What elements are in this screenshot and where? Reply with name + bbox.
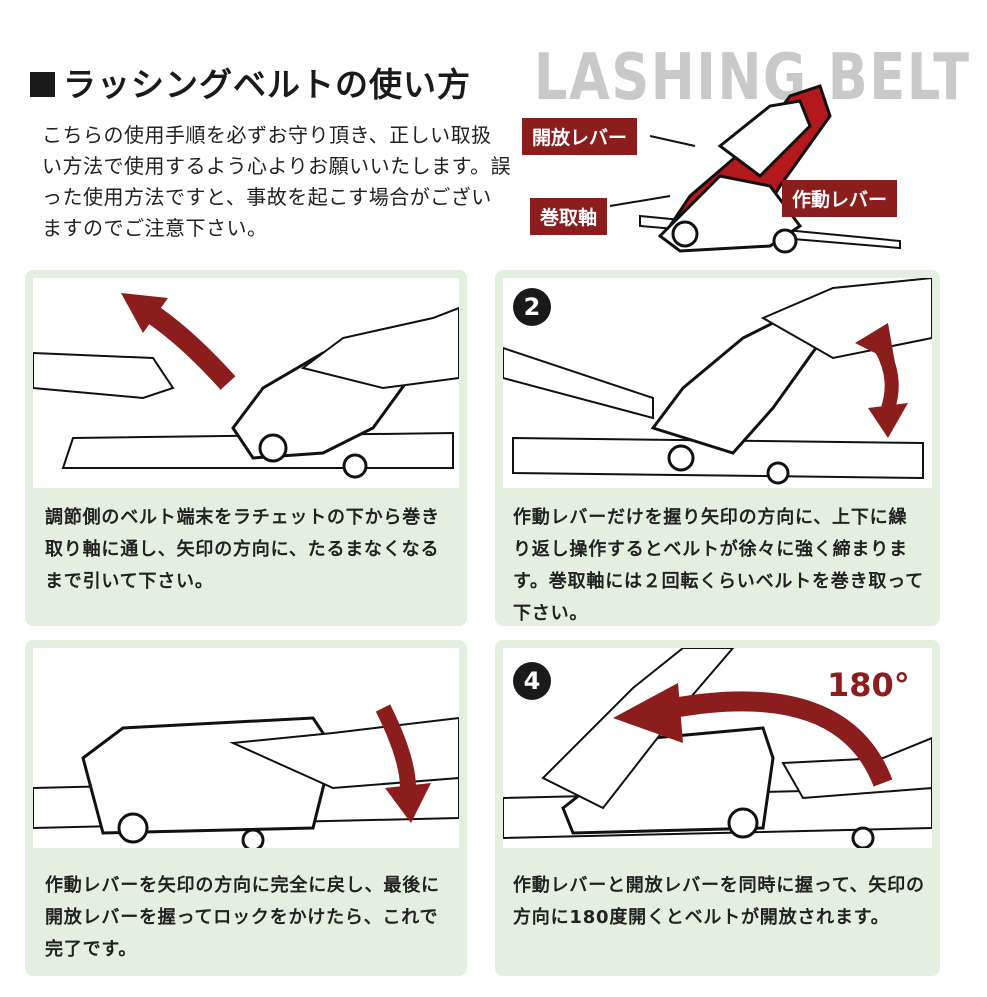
step-2-text: 作動レバーだけを握り矢印の方向に、上下に繰り返し操作するとベルトが徐々に強く締ま… bbox=[513, 507, 924, 624]
intro-text: こちらの使用手順を必ずお守り頂き、正しい取扱い方法で使用するよう心よりお願いいた… bbox=[42, 123, 512, 240]
step-1-illustration bbox=[33, 278, 459, 488]
step-4-number-badge: 4 bbox=[513, 662, 551, 700]
step-1-drawing bbox=[33, 278, 459, 488]
step-1-text: 調節側のベルト端末をラチェットの下から巻き取り軸に通し、矢印の方向に、たるまなく… bbox=[45, 507, 440, 592]
callout-release-lever: 開放レバー bbox=[522, 118, 638, 155]
step-4-text: 作動レバーと開放レバーを同時に握って、矢印の方向に180度開くとベルトが開放され… bbox=[513, 875, 925, 928]
step-2-panel: 2 作動レバーだけを握り矢印の方向に、上下に繰り返し操作するとベルトが徐々に強く… bbox=[495, 270, 940, 626]
step-2-illustration bbox=[503, 278, 932, 488]
step-2-number-badge: 2 bbox=[513, 288, 551, 326]
callout-operating-lever: 作動レバー bbox=[782, 180, 898, 217]
page-title: ラッシングベルトの使い方 bbox=[30, 58, 471, 106]
step-3-panel: 作動レバーを矢印の方向に完全に戻し、最後に開放レバーを握ってロックをかけたら、こ… bbox=[25, 640, 467, 976]
step-3-drawing bbox=[33, 648, 459, 848]
step-3-text: 作動レバーを矢印の方向に完全に戻し、最後に開放レバーを握ってロックをかけたら、こ… bbox=[45, 875, 440, 960]
ratchet-diagram: 開放レバー 巻取軸 作動レバー bbox=[520, 76, 920, 266]
step-4-illustration bbox=[503, 648, 932, 848]
background-word: LASHING BELT bbox=[534, 41, 971, 115]
step-1-panel: 調節側のベルト端末をラチェットの下から巻き取り軸に通し、矢印の方向に、たるまなく… bbox=[25, 270, 467, 626]
title-square-icon bbox=[30, 72, 55, 97]
step-4-angle-label: 180° bbox=[827, 666, 910, 704]
step-2-drawing bbox=[503, 278, 932, 488]
page-title-text: ラッシングベルトの使い方 bbox=[63, 65, 471, 104]
step-4-drawing bbox=[503, 648, 932, 848]
callout-take-up-axle: 巻取軸 bbox=[530, 198, 608, 235]
step-4-panel: 4 180° 作動レバーと開放レバーを同時に握って、矢印の方向に180度開くとベ… bbox=[495, 640, 940, 976]
step-3-illustration bbox=[33, 648, 459, 848]
ratchet-diagram-illustration bbox=[609, 84, 901, 254]
